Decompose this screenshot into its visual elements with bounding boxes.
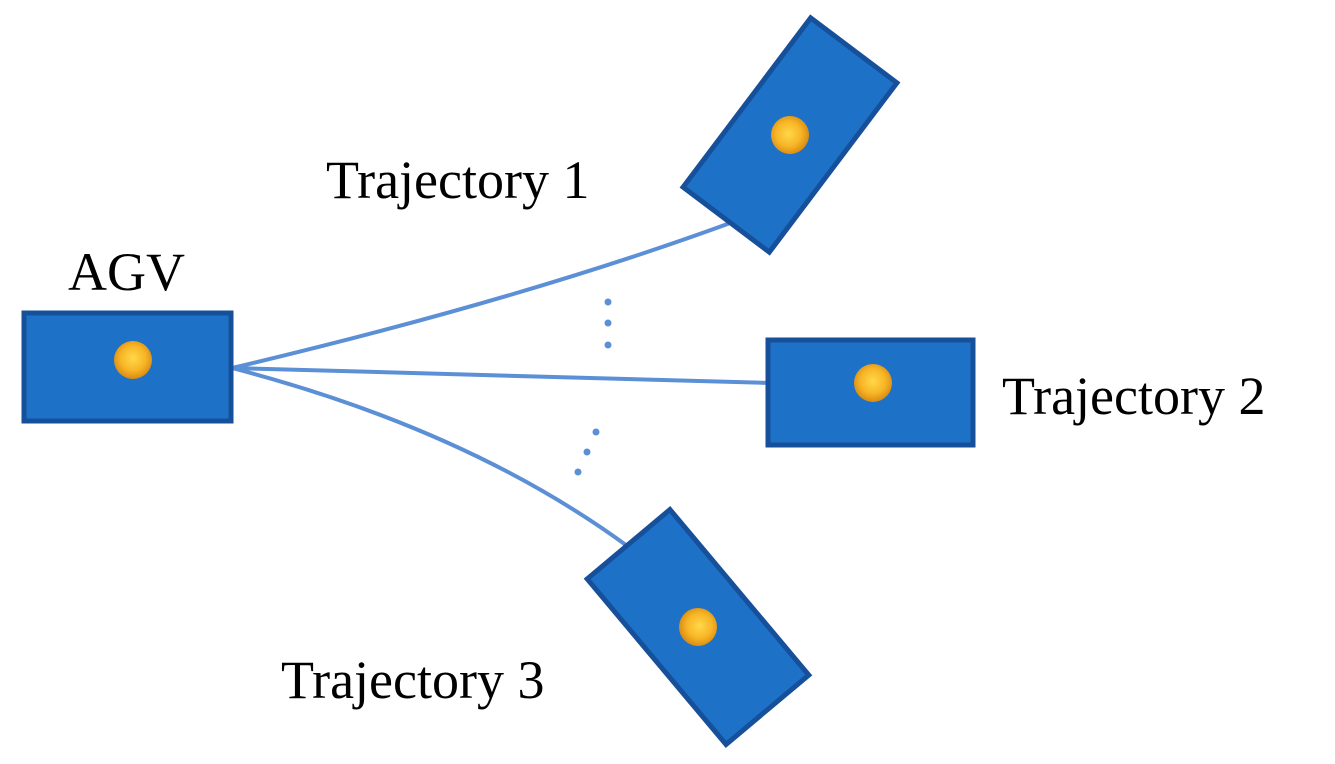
trajectory-1-path (230, 220, 735, 370)
center-point-icon (771, 116, 809, 154)
center-point-icon (114, 341, 152, 379)
trajectory-1-vehicle (679, 14, 901, 256)
ellipsis-dot (604, 319, 612, 327)
center-point-icon (679, 608, 717, 646)
trajectory-2-path (230, 366, 772, 385)
ellipsis-lower (574, 428, 600, 476)
trajectory-paths (230, 220, 772, 550)
ellipsis-dot (592, 428, 600, 436)
ellipsis-dot (583, 448, 591, 456)
ellipsis-dot (604, 298, 612, 306)
trajectory-2-vehicle (765, 337, 976, 448)
center-point-icon (854, 364, 892, 402)
agv-label: AGV (68, 242, 185, 302)
trajectory-3-label: Trajectory 3 (281, 650, 544, 710)
ellipsis-dot (574, 468, 582, 476)
trajectory-3-vehicle (583, 506, 813, 748)
trajectory-3-path (230, 366, 632, 550)
trajectory-1-label: Trajectory 1 (326, 150, 589, 210)
ellipsis-dot (604, 341, 612, 349)
agv-vehicle (21, 310, 234, 424)
trajectory-2-label: Trajectory 2 (1002, 366, 1265, 426)
ellipsis-upper (604, 298, 612, 349)
